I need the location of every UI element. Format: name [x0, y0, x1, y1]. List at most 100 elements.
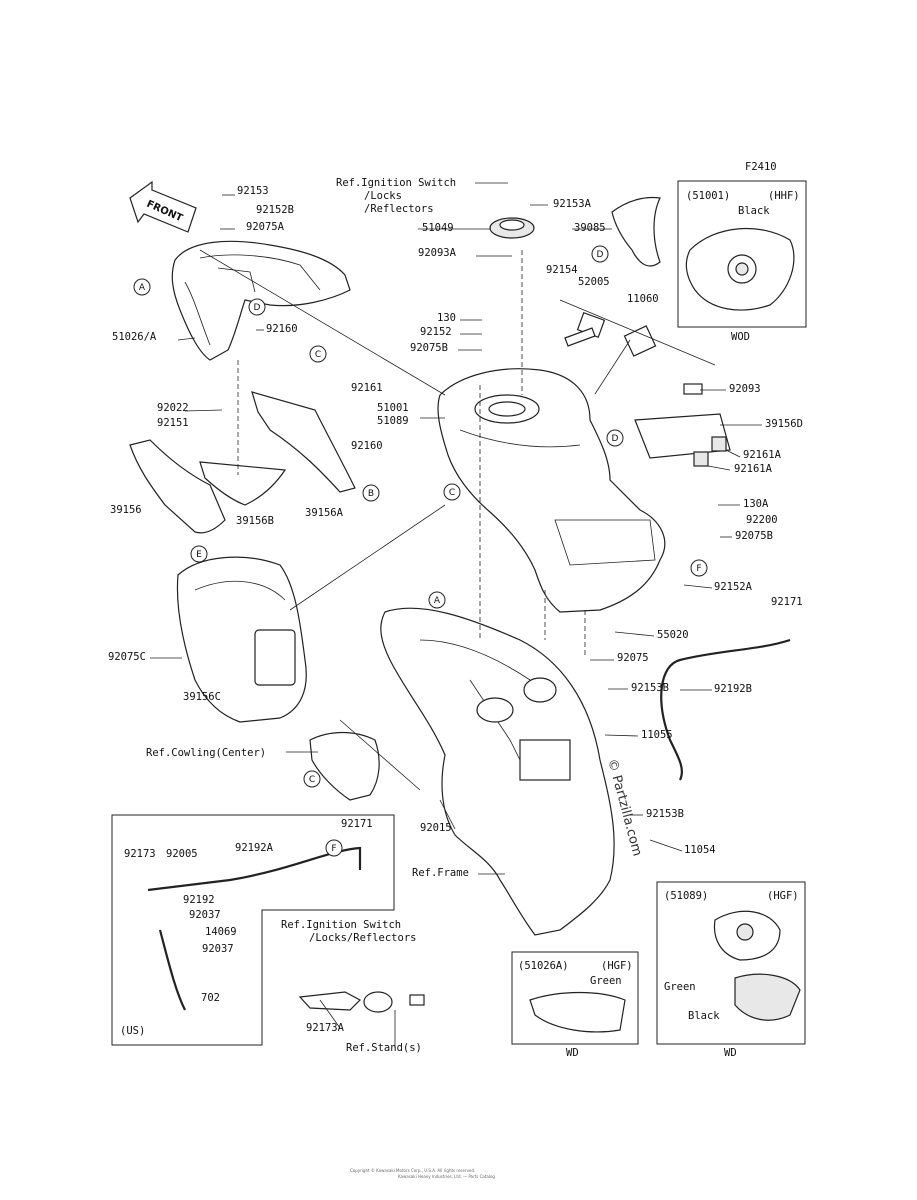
- part-number-label: 11054: [684, 844, 716, 856]
- reference-labels: Ref.Ignition Switch/Locks/ReflectorsRef.…: [146, 177, 469, 1054]
- part-number-label: 92093: [729, 383, 761, 395]
- part-number-label: 92173: [124, 848, 156, 860]
- us-box-label: (US): [120, 1025, 145, 1037]
- inset-51089-part: (51089): [664, 890, 708, 902]
- part-number-label: 39156A: [305, 507, 344, 519]
- inset-51089-variant: (HGF): [767, 890, 799, 902]
- part-number-label: 92037: [202, 943, 234, 955]
- callout-letter: F: [696, 564, 701, 574]
- callout-letter: E: [196, 550, 202, 560]
- part-number-label: 92153: [237, 185, 269, 197]
- inset-51001-color: Black: [738, 205, 770, 217]
- callout-circle: [133, 278, 151, 296]
- callout-marker: C: [309, 345, 327, 363]
- inset-51026a-part: (51026A): [518, 960, 569, 972]
- part-number-label: 92075C: [108, 651, 146, 663]
- callout-letter: D: [597, 250, 604, 260]
- callout-circle: [190, 545, 208, 563]
- inset-51001: (51001) (HHF) Black WOD: [677, 180, 807, 343]
- callout-circle: [606, 429, 624, 447]
- reference-label: Ref.Ignition Switch: [336, 177, 456, 189]
- part-number-label: 92015: [420, 822, 452, 834]
- callout-circle: [362, 484, 380, 502]
- part-labels: 9215392152B92075A51026/A9216092161920229…: [108, 185, 803, 1034]
- footer-line-1: Copyright © Kawasaki Motors Corp., U.S.A…: [350, 1168, 475, 1173]
- reference-label: Ref.Frame: [412, 867, 469, 879]
- callout-circle: [303, 770, 321, 788]
- center-cowling: [309, 731, 380, 801]
- callout-letter: C: [315, 350, 321, 360]
- part-number-label: 51026/A: [112, 331, 157, 343]
- part-number-label: 92192: [183, 894, 215, 906]
- callout-marker: D: [248, 298, 266, 316]
- part-number-label: 92171: [771, 596, 803, 608]
- part-number-label: 51089: [377, 415, 409, 427]
- assembly-lines: [237, 250, 586, 655]
- part-number-label: 14069: [205, 926, 237, 938]
- hoses: [147, 638, 791, 1011]
- connection-lines: [199, 249, 716, 791]
- part-number-label: 92154: [546, 264, 578, 276]
- inset-51026a-variant: (HGF): [601, 960, 633, 972]
- reference-label: Ref.Stand(s): [346, 1042, 422, 1054]
- callout-letter: C: [309, 775, 315, 785]
- inset-51026a-market: WD: [566, 1047, 579, 1059]
- callout-marker: D: [606, 429, 624, 447]
- part-number-label: 92200: [746, 514, 778, 526]
- part-number-label: 92022: [157, 402, 189, 414]
- part-number-label: 92075B: [735, 530, 773, 542]
- part-number-label: 92161A: [743, 449, 782, 461]
- reference-label: /Locks: [364, 190, 402, 202]
- callout-circle: [248, 298, 266, 316]
- part-number-label: 92152B: [256, 204, 294, 216]
- part-number-label: 92161: [351, 382, 383, 394]
- us-box: (US): [111, 814, 395, 1046]
- part-number-label: 92075A: [246, 221, 285, 233]
- inner-cover-39156: [129, 391, 356, 534]
- part-number-label: 39156D: [765, 418, 803, 430]
- callout-letter: D: [612, 434, 619, 444]
- fuel-tank: [437, 368, 666, 613]
- callout-marker: A: [428, 591, 446, 609]
- part-number-label: 130A: [743, 498, 769, 510]
- inset-51001-part: (51001): [686, 190, 730, 202]
- fuel-cap: [489, 217, 535, 239]
- part-number-label: 92153B: [631, 682, 669, 694]
- reference-label: /Locks/Reflectors: [309, 932, 416, 944]
- callout-marker: A: [133, 278, 151, 296]
- inset-51089-color-green: Green: [664, 981, 696, 993]
- part-number-label: 702: [201, 992, 220, 1004]
- leader-lines: [150, 182, 762, 1048]
- part-number-label: 39085: [574, 222, 606, 234]
- part-number-label: 11055: [641, 729, 673, 741]
- callout-marker: C: [443, 483, 461, 501]
- part-number-label: 92161A: [734, 463, 773, 475]
- inset-51089-market: WD: [724, 1047, 737, 1059]
- part-number-label: 39156C: [183, 691, 221, 703]
- callout-circle: [309, 345, 327, 363]
- callout-marker: B: [362, 484, 380, 502]
- part-number-label: 92153A: [553, 198, 592, 210]
- part-number-label: 51049: [422, 222, 454, 234]
- part-number-label: 39156B: [236, 515, 274, 527]
- part-number-label: 92075: [617, 652, 649, 664]
- part-number-label: 92160: [351, 440, 383, 452]
- callout-marker: E: [190, 545, 208, 563]
- part-number-label: 92173A: [306, 1022, 345, 1034]
- pads-right: [634, 383, 731, 467]
- callout-circle: [443, 483, 461, 501]
- part-number-label: 92153B: [646, 808, 684, 820]
- part-number-label: 92152: [420, 326, 452, 338]
- figure-code: F2410: [745, 161, 777, 173]
- callout-marker: F: [325, 839, 343, 857]
- cowl-39085: [611, 196, 661, 267]
- part-number-label: 92151: [157, 417, 189, 429]
- callout-letter: C: [449, 488, 455, 498]
- part-number-label: 39156: [110, 504, 142, 516]
- inset-51089: (51089) (HGF) Green Black WD: [656, 881, 806, 1059]
- callout-letter: B: [368, 489, 374, 499]
- part-number-label: 92075B: [410, 342, 448, 354]
- inset-51089-color-black: Black: [688, 1010, 720, 1022]
- inner-panel-39156c: [176, 556, 307, 723]
